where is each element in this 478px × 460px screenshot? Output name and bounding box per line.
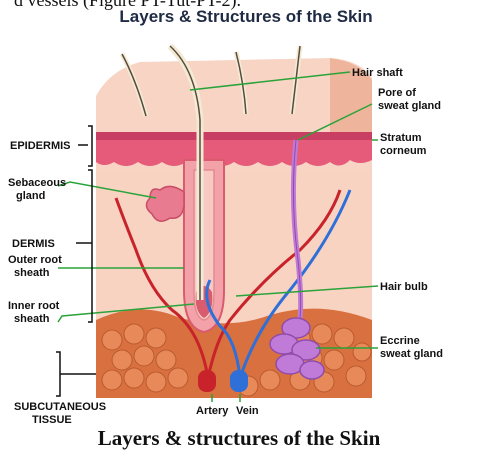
figure-caption: Layers & structures of the Skin <box>0 426 478 451</box>
label-sebaceous-line1: Sebaceous <box>8 177 66 189</box>
label-pore-line2: sweat gland <box>378 100 441 112</box>
label-dermis: DERMIS <box>12 238 55 250</box>
label-eccrine-line2: sweat gland <box>380 348 443 360</box>
label-pore-line1: Pore of <box>378 87 416 99</box>
layer-brackets <box>56 126 96 396</box>
label-hair-bulb: Hair bulb <box>380 281 428 293</box>
top-cropped-text: d vessels (Figure PT-Tut-PT-2). <box>0 0 478 10</box>
label-subcutaneous-line1: SUBCUTANEOUS <box>14 401 106 413</box>
label-epidermis: EPIDERMIS <box>10 140 71 152</box>
label-artery: Artery <box>196 405 229 417</box>
bracket-dermis <box>88 170 92 322</box>
label-inner-root-line1: Inner root <box>8 300 60 312</box>
label-vein: Vein <box>236 405 259 417</box>
stratum-corneum-layer <box>96 132 372 140</box>
label-outer-root-line2: sheath <box>14 267 50 279</box>
label-stratum-line1: Stratum <box>380 132 422 144</box>
dermis-layer <box>96 170 372 320</box>
label-eccrine-line1: Eccrine <box>380 335 420 347</box>
label-outer-root-line1: Outer root <box>8 254 62 266</box>
label-hair-shaft: Hair shaft <box>352 67 403 79</box>
bracket-epidermis <box>88 126 92 166</box>
label-inner-root-line2: sheath <box>14 313 50 325</box>
bracket-subcutaneous <box>56 352 60 396</box>
hair-follicle <box>184 160 224 332</box>
artery-vessel <box>198 370 216 392</box>
label-subcutaneous-line2: TISSUE <box>32 414 72 426</box>
label-sebaceous-line2: gland <box>16 190 45 202</box>
vein-vessel <box>230 370 248 392</box>
label-stratum-line2: corneum <box>380 145 427 157</box>
